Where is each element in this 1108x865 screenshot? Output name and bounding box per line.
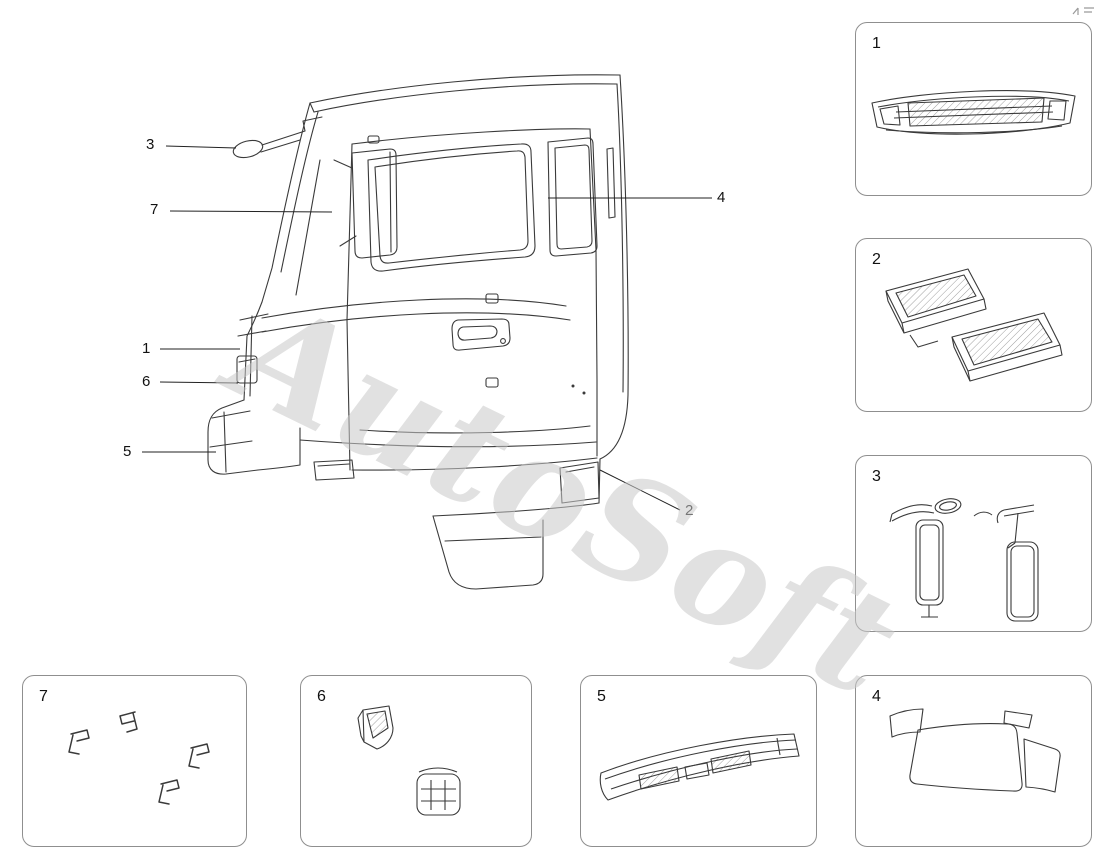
part-panel-6[interactable]: 6 <box>300 675 532 847</box>
bumper-drawing <box>599 733 800 801</box>
part-panel-4-label: 4 <box>872 688 881 705</box>
part-panel-2-label: 2 <box>872 251 881 268</box>
leader-line-3 <box>165 145 237 149</box>
callout-1[interactable]: 1 <box>142 340 151 357</box>
part-panel-3[interactable]: 3 <box>855 455 1092 632</box>
part-panel-3-label: 3 <box>872 468 881 485</box>
leader-line-2 <box>599 469 681 511</box>
callout-3[interactable]: 3 <box>146 136 155 153</box>
leader-line-7 <box>169 210 333 213</box>
callout-5[interactable]: 5 <box>123 443 132 460</box>
part-panel-5[interactable]: 5 <box>580 675 817 847</box>
mirror-assemblies-drawing <box>889 498 1039 622</box>
part-panel-6-label: 6 <box>317 688 326 705</box>
lamp-parts-drawing <box>357 705 461 816</box>
part-panel-7[interactable]: 7 <box>22 675 247 847</box>
callout-6[interactable]: 6 <box>142 373 151 390</box>
callout-2[interactable]: 2 <box>685 502 694 519</box>
step-assembly-drawing <box>885 268 1063 382</box>
part-panel-7-label: 7 <box>39 688 48 705</box>
corner-mark-icon <box>1072 7 1094 15</box>
glass-set-drawing <box>889 708 1061 793</box>
part-panel-1-label: 1 <box>872 35 881 52</box>
part-panel-2[interactable]: 2 <box>855 238 1092 412</box>
front-grille-drawing <box>871 90 1076 135</box>
part-panel-4[interactable]: 4 <box>855 675 1092 847</box>
part-panel-1[interactable]: 1 <box>855 22 1092 196</box>
part-panel-5-label: 5 <box>597 688 606 705</box>
leader-line-6 <box>159 381 239 384</box>
callout-4[interactable]: 4 <box>717 189 726 206</box>
clips-drawing <box>68 711 210 805</box>
callout-7[interactable]: 7 <box>150 201 159 218</box>
